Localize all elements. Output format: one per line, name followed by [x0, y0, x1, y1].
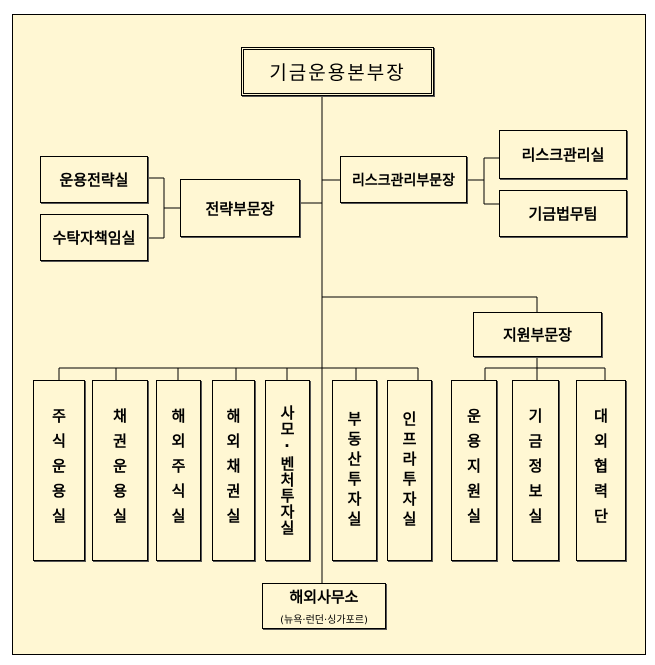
unit-label: 부동산투자실: [345, 410, 363, 531]
unit-box: 기금법무팀: [499, 190, 627, 237]
unit-box: 대외협력단: [576, 380, 626, 561]
head-label: 기금운용본부장: [269, 62, 406, 84]
division-label: 지원부문장: [502, 326, 572, 344]
unit-label: 해외채권실: [224, 408, 242, 533]
unit-label: 대외협력단: [591, 408, 610, 533]
office-cities: (뉴욕·런던·싱가포르): [280, 615, 368, 626]
overseas-office-box: 해외사무소 (뉴욕·런던·싱가포르): [262, 583, 386, 629]
unit-box: 해외채권실: [212, 380, 255, 561]
support-division-box: 지원부문장: [473, 312, 602, 357]
unit-box: 사모·벤처투자실: [265, 380, 310, 561]
unit-label: 인프라투자실: [400, 410, 418, 531]
unit-label: 기금법무팀: [528, 205, 598, 223]
unit-box: 운용전략실: [40, 156, 148, 203]
unit-box: 운용지원실: [451, 380, 497, 561]
unit-box: 부동산투자실: [332, 380, 377, 561]
division-label: 전략부문장: [205, 199, 275, 218]
division-label: 리스크관리부문장: [351, 172, 456, 189]
unit-box: 해외주식실: [156, 380, 201, 561]
risk-division-box: 리스크관리부문장: [340, 156, 467, 203]
unit-box: 주식운용실: [33, 380, 85, 561]
unit-label: 주식운용실: [49, 408, 68, 533]
unit-label: 리스크관리실: [521, 146, 605, 164]
head-box: 기금운용본부장: [241, 47, 434, 96]
unit-box: 수탁자책임실: [40, 214, 148, 261]
unit-box: 리스크관리실: [499, 130, 627, 179]
unit-label: 수탁자책임실: [52, 229, 136, 247]
unit-label: 운용지원실: [464, 408, 483, 533]
unit-box: 채권운용실: [92, 380, 148, 561]
strategy-division-box: 전략부문장: [180, 179, 300, 237]
unit-box: 기금정보실: [512, 380, 559, 561]
unit-label: 채권운용실: [110, 408, 129, 533]
unit-box: 인프라투자실: [387, 380, 432, 561]
unit-label: 해외주식실: [169, 408, 187, 533]
unit-label: 기금정보실: [526, 408, 544, 533]
unit-label: 운용전략실: [59, 171, 129, 189]
office-label: 해외사무소: [289, 588, 359, 606]
unit-label: 사모·벤처투자실: [278, 405, 296, 536]
